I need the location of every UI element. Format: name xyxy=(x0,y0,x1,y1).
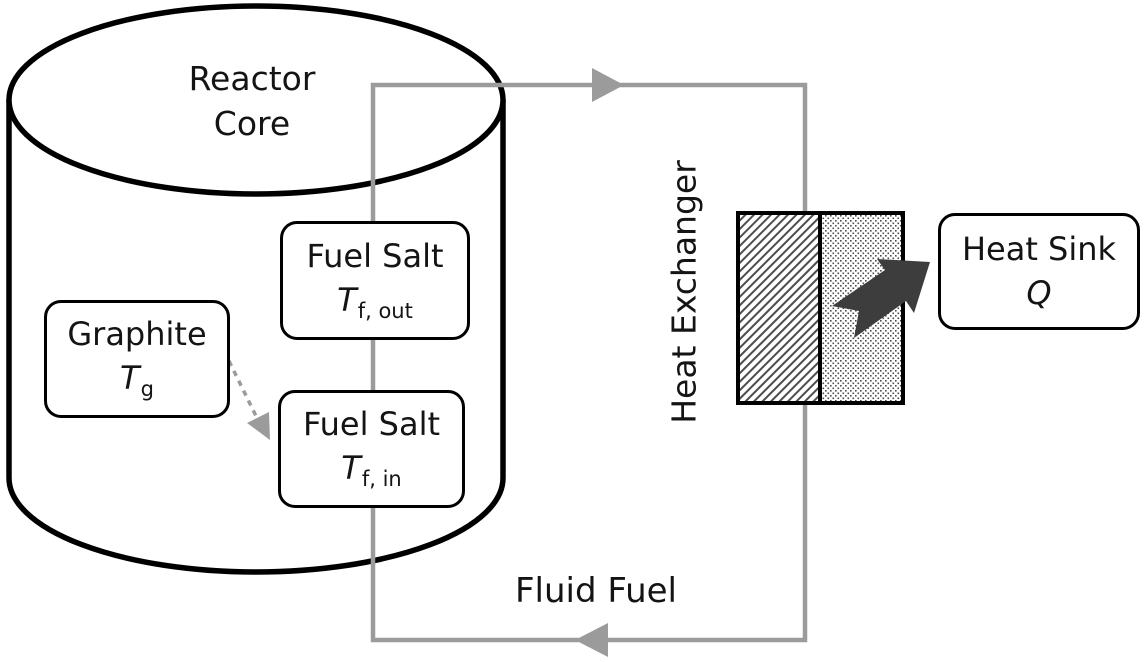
heat-sink-node: Heat Sink Q xyxy=(938,213,1140,330)
graphite-temperature: Tg xyxy=(120,355,154,405)
fuel-salt-in-temperature: Tf, in xyxy=(341,445,401,495)
fuel-salt-in-label: Fuel Salt xyxy=(302,405,441,443)
heat-flow-arrow-icon xyxy=(832,259,930,338)
fluid-fuel-label: Fluid Fuel xyxy=(515,571,677,611)
temperature-var: T xyxy=(341,449,361,487)
heat-exchanger-border xyxy=(736,211,905,405)
heat-exchanger-label: Heat Exchanger xyxy=(664,160,704,424)
flow-direction-left-arrow-icon xyxy=(575,623,608,657)
heat-sink-symbol: Q xyxy=(1026,270,1051,316)
graphite-heat-transfer-arrowhead-icon xyxy=(247,412,270,440)
fuel-salt-out-label: Fuel Salt xyxy=(306,236,444,275)
heat-sink-label: Heat Sink xyxy=(961,229,1117,268)
fuel-salt-in-node: Fuel Salt Tf, in xyxy=(278,390,465,508)
flow-direction-right-arrow-icon xyxy=(592,68,624,102)
heat-exchanger-primary-side xyxy=(738,213,820,403)
graphite-label: Graphite xyxy=(67,315,207,353)
temperature-var: T xyxy=(337,280,357,319)
temperature-var: T xyxy=(120,359,140,397)
cylinder-top-ellipse xyxy=(6,3,506,197)
reactor-core-label: Reactor Core xyxy=(188,59,316,143)
heat-var: Q xyxy=(1026,273,1052,312)
fuel-salt-out-temperature: Tf, out xyxy=(337,277,413,327)
graphite-node: Graphite Tg xyxy=(44,300,230,418)
fuel-salt-out-node: Fuel Salt Tf, out xyxy=(280,221,470,340)
temperature-subscript: f, out xyxy=(357,298,413,323)
temperature-subscript: f, in xyxy=(361,467,402,491)
temperature-subscript: g xyxy=(140,377,154,401)
